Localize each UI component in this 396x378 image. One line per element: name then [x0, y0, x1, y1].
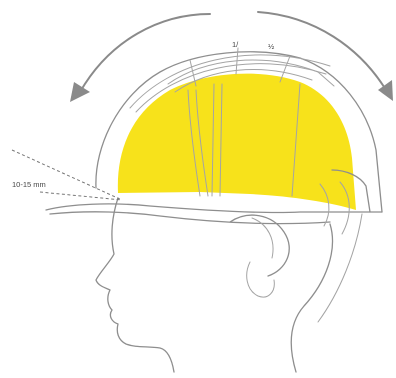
brow-gap-dashed-line: [12, 150, 122, 200]
head-back-neck: [291, 224, 332, 372]
right-arrowhead: [378, 80, 393, 101]
brim-underside: [50, 212, 330, 224]
brow-gap-dashed-line-lower: [40, 192, 122, 200]
chin-strap: [318, 214, 362, 322]
ear: [247, 262, 275, 297]
svg-text:1/: 1/: [232, 40, 239, 49]
svg-text:½: ½: [268, 42, 275, 51]
left-arrowhead: [70, 82, 90, 102]
head-profile: [96, 198, 174, 372]
left-rotation-arrow: [80, 14, 210, 92]
helmet-shell: [118, 74, 356, 210]
gap-measurement-label: 10-15 mm: [12, 180, 46, 189]
